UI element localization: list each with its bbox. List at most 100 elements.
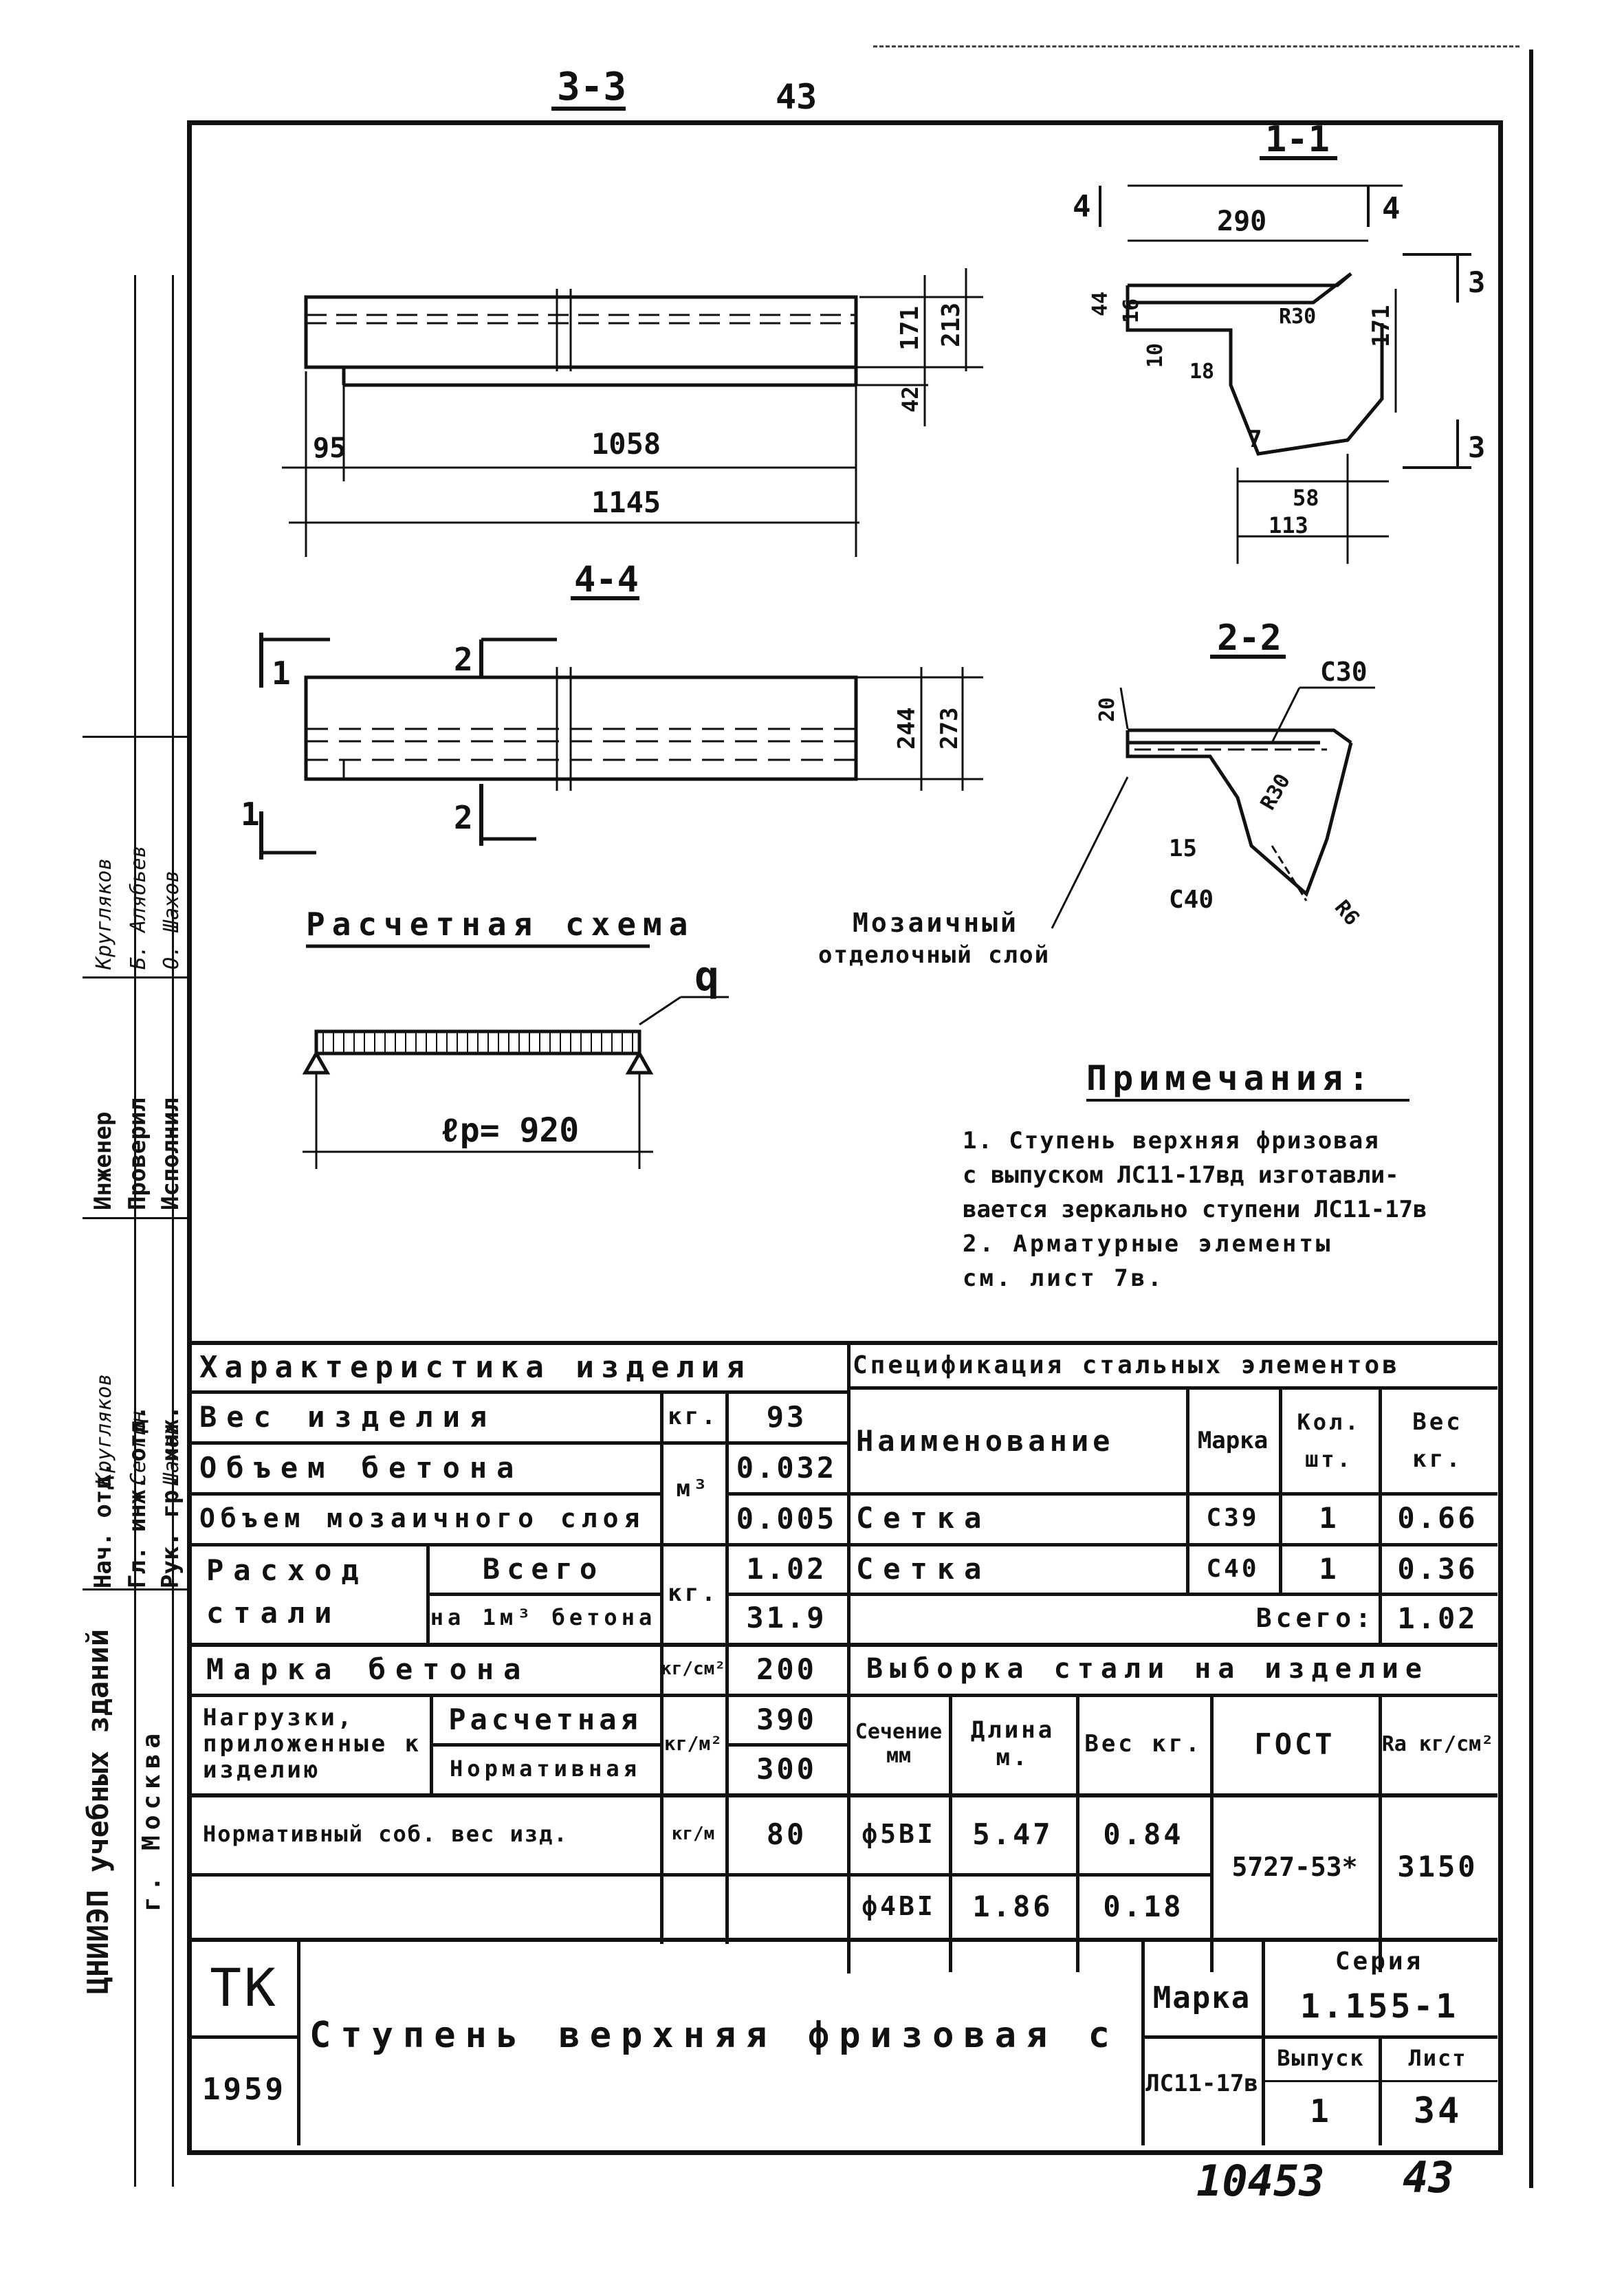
dim-2-bottom: 2 — [454, 799, 473, 836]
char-steel-total-label: Всего — [482, 1551, 604, 1586]
steel-row-1-length: 5.47 — [972, 1817, 1053, 1851]
char-loads-label: Нагрузки, приложенные к изделию — [203, 1703, 422, 1784]
dim-58-11: 58 — [1293, 485, 1319, 511]
dim-2-top: 2 — [454, 641, 473, 678]
char-loads-normative-value: 300 — [756, 1751, 817, 1786]
calc-lp-label: ℓp= 920 — [440, 1111, 579, 1150]
org-name: ЦНИИЭП учебных зданий — [81, 1628, 115, 1994]
mosaic-label-1: Мозаичный — [853, 908, 1019, 938]
char-steel-per-m3-value: 31.9 — [746, 1600, 827, 1635]
spec-row-2-name: Сетка — [856, 1551, 991, 1586]
steel-table-title: Выборка стали на изделие — [866, 1653, 1429, 1685]
dim-1058: 1058 — [591, 427, 661, 461]
char-concrete-grade-label: Марка бетона — [206, 1652, 531, 1686]
char-own-weight-label: Нормативный соб. вес изд. — [203, 1821, 569, 1847]
dim-1145: 1145 — [591, 485, 661, 519]
spec-row-1-weight: 0.66 — [1397, 1500, 1478, 1535]
calc-q-label: q — [694, 952, 719, 1001]
dim-4-right: 4 — [1382, 191, 1401, 226]
char-weight-value: 93 — [766, 1399, 807, 1434]
dim-244: 244 — [893, 708, 921, 750]
dim-171-33: 171 — [896, 306, 924, 351]
page-number-top: 43 — [776, 77, 818, 117]
mosaic-label-2: отделочный слой — [818, 941, 1050, 969]
spec-row-2-weight: 0.36 — [1397, 1551, 1478, 1586]
section-33-title: 3-3 — [557, 65, 626, 109]
dim-44-11: 44 — [1088, 292, 1112, 316]
steel-ra-value: 3150 — [1397, 1850, 1478, 1883]
spec-header-mark: Марка — [1197, 1427, 1269, 1454]
dim-171-11: 171 — [1368, 305, 1395, 347]
steel-row-2-section: ф4ВI — [862, 1891, 936, 1921]
stamp-list-label: Лист — [1408, 2045, 1467, 2071]
dim-95: 95 — [313, 433, 346, 464]
spec-header-name: Наименование — [856, 1423, 1115, 1458]
steel-header-ra: Ra кг/см² — [1381, 1731, 1494, 1756]
spec-header-weight: Вес кг. — [1412, 1408, 1463, 1473]
steel-header-length: Длина м. — [970, 1716, 1055, 1771]
char-steel-label: Расход стали — [206, 1553, 369, 1630]
stamp-list-value: 34 — [1413, 2090, 1462, 2132]
stamp-vypusk-label: Выпуск — [1277, 2045, 1365, 2071]
steel-row-1-section: ф5ВI — [862, 1819, 936, 1849]
drawing-frame — [187, 120, 1503, 2155]
dim-c30: C30 — [1320, 657, 1368, 687]
notes-line-2: с выпуском ЛС11-17вд изготавли- — [963, 1161, 1399, 1189]
dim-20-22: 20 — [1095, 697, 1119, 722]
steel-row-2-weight: 0.18 — [1103, 1889, 1184, 1923]
char-weight-label: Вес изделия — [199, 1399, 497, 1434]
char-weight-unit: кг. — [668, 1403, 718, 1430]
char-loads-design-label: Расчетная — [448, 1702, 642, 1736]
dim-r30-22: R30 — [1256, 770, 1295, 814]
section-44-title: 4-4 — [574, 559, 639, 600]
spec-row-2-mark: C40 — [1206, 1554, 1260, 1583]
dim-10-11: 10 — [1143, 343, 1167, 368]
dim-290: 290 — [1217, 206, 1266, 237]
char-concrete-volume-label: Объем бетона — [199, 1450, 524, 1485]
char-steel-unit: кг. — [668, 1579, 718, 1607]
stamp-seria-value: 1.155-1 — [1299, 1987, 1459, 2026]
spec-total-value: 1.02 — [1397, 1601, 1478, 1635]
stamp-marka-value: ЛС11-17в — [1145, 2070, 1258, 2097]
char-concrete-grade-value: 200 — [756, 1652, 817, 1686]
spec-header-qty: Кол. шт. — [1297, 1409, 1361, 1472]
steel-row-2-length: 1.86 — [972, 1889, 1053, 1923]
steel-header-section: Сечение мм — [855, 1720, 943, 1768]
notes-line-5: см. лист 7в. — [963, 1265, 1165, 1292]
char-steel-per-m3-label: на 1м³ бетона — [430, 1604, 657, 1630]
notes-line-4: 2. Арматурные элементы — [963, 1230, 1332, 1258]
notes-line-1: 1. Ступень верхняя фризовая — [963, 1127, 1380, 1155]
dim-c40: C40 — [1169, 886, 1214, 914]
stamp-tk: ТК — [210, 1956, 278, 2018]
drawings-canvas: 3-3 1-1 4-4 2-2 95 1058 1145 171 213 42 … — [241, 65, 1485, 1292]
org-city: г. Москва — [138, 1727, 166, 1912]
calc-scheme-title: Расчетная схема — [306, 906, 694, 943]
stamp-year: 1959 — [202, 2071, 286, 2107]
bottom-number-right: 43 — [1403, 2152, 1454, 2202]
spec-total-label: Всего: — [1255, 1603, 1375, 1633]
dim-4-left: 4 — [1073, 189, 1091, 224]
dim-7-11: 7 — [1248, 426, 1262, 453]
stamp-title: Ступень верхняя фризовая с выпуском — [309, 2015, 1138, 2056]
char-own-weight-value: 80 — [766, 1817, 807, 1851]
char-mosaic-volume-label: Объем мозаичного слоя — [199, 1503, 646, 1533]
section-11-title: 1-1 — [1265, 119, 1330, 160]
notes-line-3: вается зеркально ступени ЛС11-17в — [963, 1196, 1427, 1223]
signature-name-3: Шахов — [160, 1423, 184, 1485]
dim-1-bottom: 1 — [241, 796, 260, 833]
stamp-vypusk-value: 1 — [1310, 2092, 1332, 2130]
stamp-seria-label: Серия — [1335, 1947, 1424, 1976]
section-33-body — [304, 295, 858, 369]
dim-42-33: 42 — [897, 386, 923, 413]
section-22-title: 2-2 — [1217, 617, 1282, 659]
dim-16-11: 16 — [1119, 298, 1143, 323]
notes-title: Примечания: — [1086, 1058, 1374, 1098]
bottom-number-left: 10453 — [1196, 2156, 1325, 2206]
dim-r6-22: R6 — [1330, 896, 1364, 930]
dim-15-22: 15 — [1169, 835, 1197, 862]
char-loads-design-value: 390 — [756, 1702, 817, 1736]
steel-header-weight: Вес кг. — [1084, 1730, 1203, 1758]
steel-gost-value: 5727-53* — [1231, 1851, 1358, 1882]
steel-row-1-weight: 0.84 — [1103, 1817, 1184, 1851]
dim-1-top: 1 — [272, 655, 291, 692]
